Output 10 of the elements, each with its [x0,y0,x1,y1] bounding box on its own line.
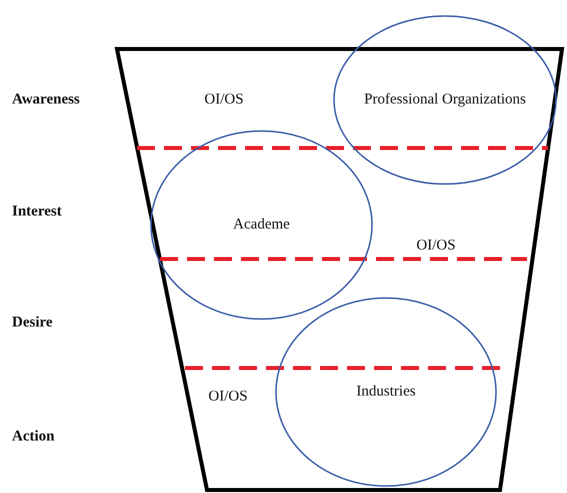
zone-label: OI/OS [416,238,456,254]
stage-label: Desire [12,314,53,332]
group-name: Academe [233,216,290,234]
group-name: Professional Organizations [364,92,526,108]
stage-label: Awareness [12,92,80,108]
zone-label: OI/OS [208,388,248,406]
zone-label: OI/OS [204,92,244,108]
group-name: Industries [356,384,416,400]
stage-label: Action [12,428,54,446]
stage-label: Interest [12,204,62,220]
